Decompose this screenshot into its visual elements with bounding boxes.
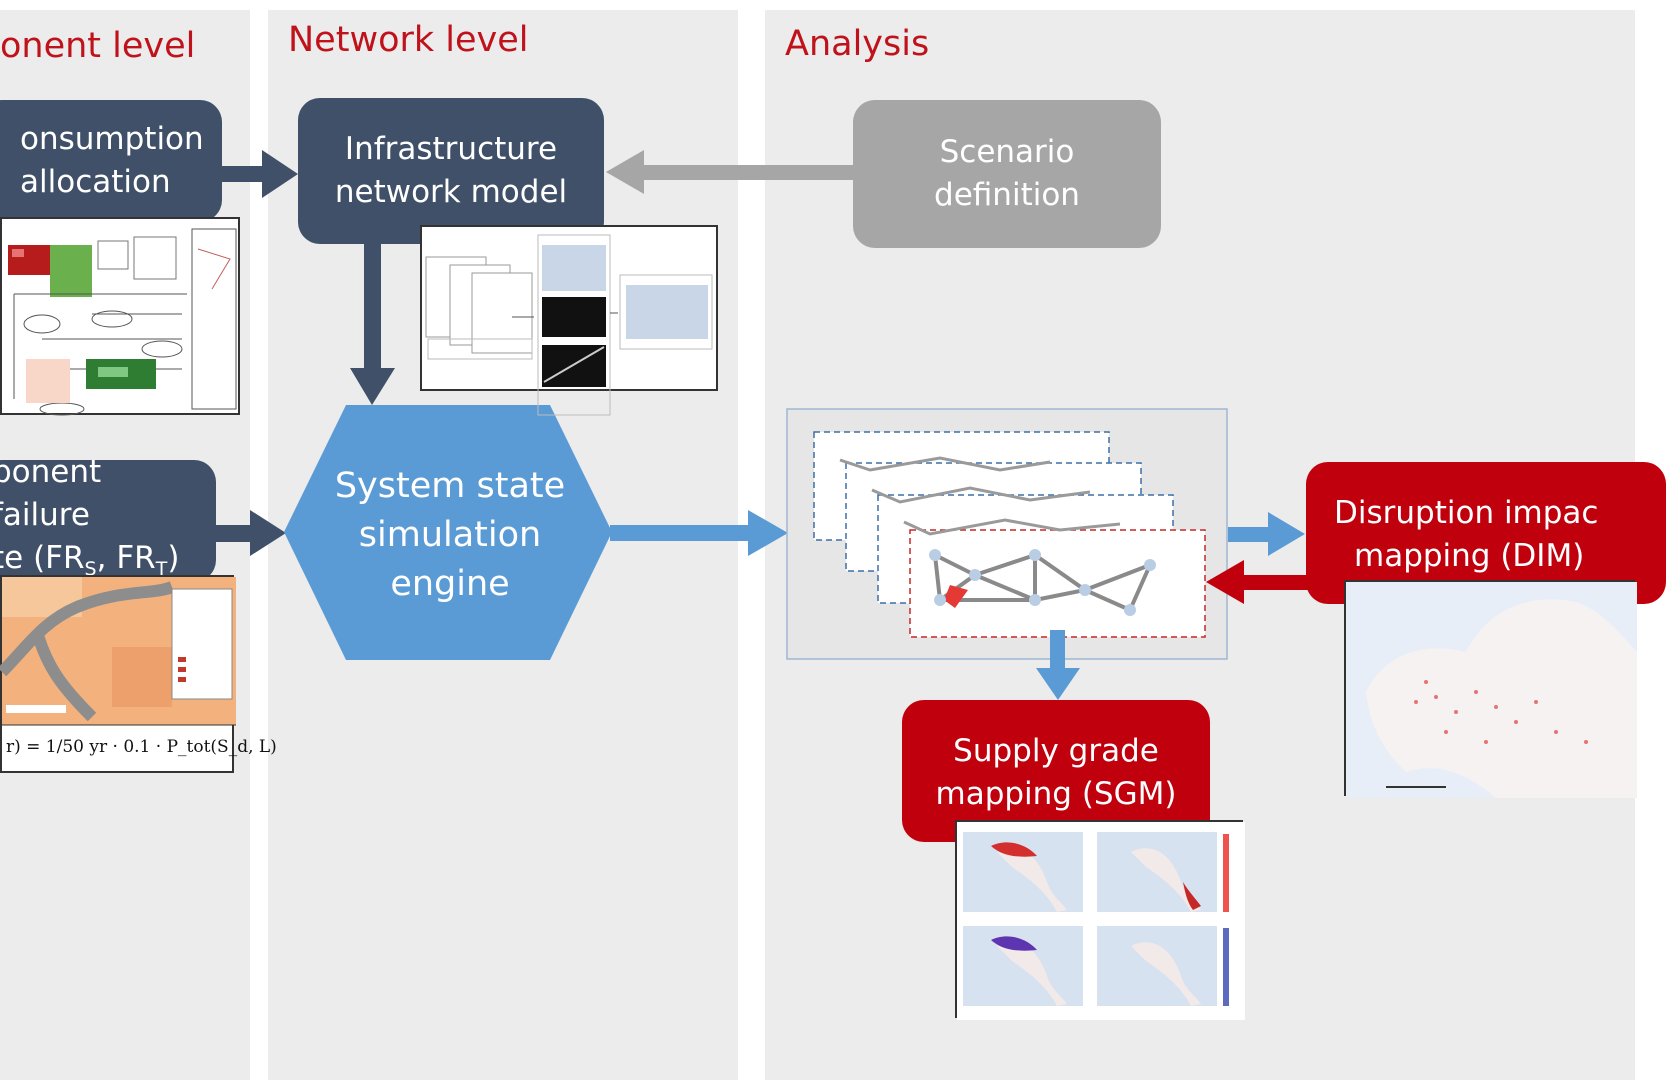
consumption-workflow-thumbnail — [0, 217, 240, 416]
engine-hexagon — [284, 405, 612, 660]
scenario-line2: definition — [934, 177, 1080, 213]
arrow-scenarios-to-sgm — [1036, 630, 1080, 700]
italy-maps-image — [957, 822, 1245, 1020]
arrow-consumption-to-infrastructure — [220, 150, 298, 198]
engine-line2: simulation — [358, 515, 542, 555]
dim-line1: Disruption impac — [1334, 495, 1599, 531]
dim-line2: mapping (DIM) — [1354, 538, 1585, 574]
sgm-line1: Supply grade — [953, 733, 1159, 769]
failure-line1: ponent failure — [0, 453, 102, 533]
network-model-workflow-image — [425, 234, 713, 416]
infrastructure-network-model-box: Infrastructure network model — [298, 98, 604, 244]
failure-line2: te (FRS, FRT) — [0, 539, 180, 581]
arrow-dim-to-scenarios — [1206, 560, 1310, 604]
arrow-scenarios-to-dim — [1228, 512, 1305, 556]
component-failure-box: ponent failure te (FRS, FRT) — [0, 454, 216, 582]
workflow-diagram-image — [8, 228, 237, 416]
scenario-line1: Scenario — [939, 134, 1075, 170]
arrow-scenario-to-infrastructure — [606, 150, 855, 194]
arrow-failure-to-engine — [216, 510, 286, 556]
scenario-definition-box: Scenario definition — [853, 100, 1161, 248]
failure-rate-map-thumbnail: r) = 1/50 yr · 0.1 · P_tot(S_d, L) — [0, 575, 277, 773]
failure-rate-formula: r) = 1/50 yr · 0.1 · P_tot(S_d, L) — [6, 737, 277, 757]
engine-line3: engine — [390, 564, 510, 604]
component-level-title: onent level — [0, 26, 196, 66]
arrow-infrastructure-to-engine — [350, 242, 395, 405]
infrastructure-model-thumbnail — [420, 225, 718, 416]
europe-map-image — [1346, 582, 1637, 798]
supply-grade-mapping-box: Supply grade mapping (SGM) — [902, 700, 1210, 842]
infrastructure-line2: network model — [334, 174, 568, 210]
failure-rate-map-image — [0, 577, 236, 726]
infrastructure-line1: Infrastructure — [344, 131, 558, 167]
analysis-title: Analysis — [785, 24, 930, 64]
consumption-line1: onsumption — [20, 121, 204, 157]
engine-line1: System state — [334, 466, 566, 506]
network-level-title: Network level — [288, 20, 529, 60]
engine-label: System state simulation engine — [300, 462, 600, 609]
consumption-allocation-box: onsumption allocation — [0, 100, 222, 222]
sgm-line2: mapping (SGM) — [935, 776, 1177, 812]
dim-europe-map-thumbnail — [1344, 580, 1637, 798]
arrow-engine-to-scenarios — [610, 510, 788, 556]
sgm-italy-maps-thumbnail — [955, 820, 1245, 1020]
consumption-line2: allocation — [20, 164, 171, 200]
